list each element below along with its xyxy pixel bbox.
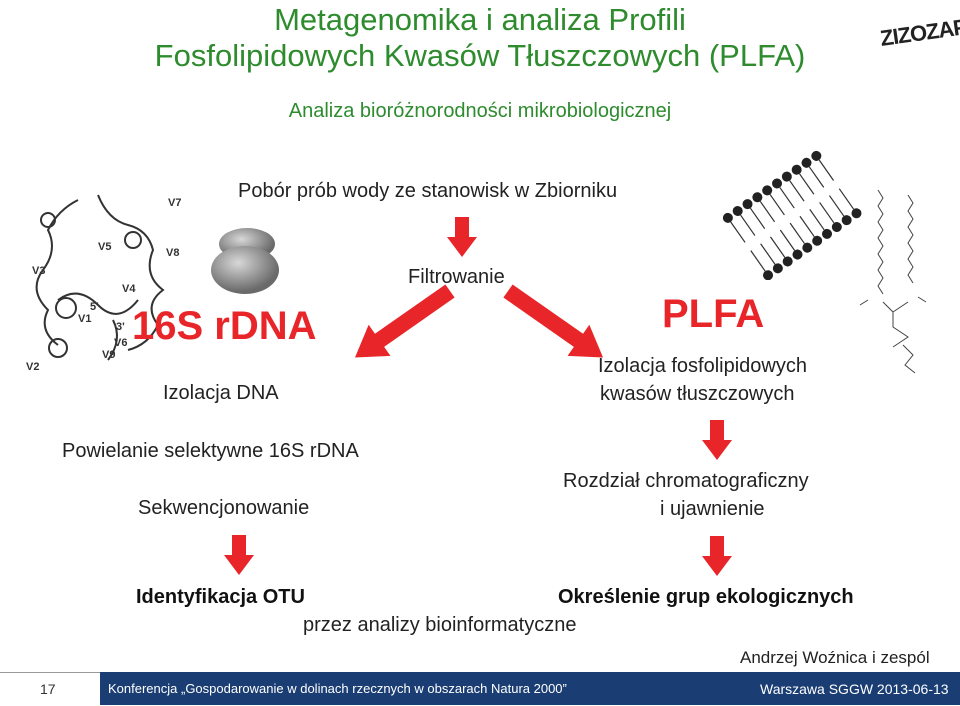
rrna-label-v2: V2 <box>26 361 39 373</box>
page-title: Metagenomika i analiza Profili Fosfolipi… <box>0 2 960 74</box>
ribosome-illustration <box>211 228 279 294</box>
left-step-sequencing: Sekwencjonowanie <box>138 497 310 519</box>
right-heading-plfa: PLFA <box>662 292 765 336</box>
phospholipid-molecule-illustration <box>859 189 927 374</box>
arrow-right-down-icon <box>503 284 604 358</box>
rrna-label-v8: V8 <box>166 247 179 259</box>
rrna-label-v7: V7 <box>168 197 181 209</box>
right-result: Określenie grup ekologicznych <box>558 586 854 608</box>
rrna-structure-illustration: V7 V5 V8 V3 V4 V1 V6 V9 V2 5' 3' <box>26 194 181 373</box>
right-step-separation-line-2: i ujawnienie <box>660 498 765 520</box>
left-step-isolation: Izolacja DNA <box>163 382 279 404</box>
right-step-isolation-line-2: kwasów tłuszczowych <box>600 383 795 405</box>
arrow-down-icon <box>224 535 254 575</box>
rrna-label-3prime: 3' <box>116 321 125 333</box>
left-result: Identyfikacja OTU <box>136 586 305 608</box>
rrna-label-5prime: 5' <box>90 301 99 313</box>
membrane-illustration <box>722 150 862 280</box>
rrna-label-v5: V5 <box>98 241 111 253</box>
left-step-amplification: Powielanie selektywne 16S rDNA <box>62 440 359 462</box>
footer-conference: Konferencja „Gospodarowanie w dolinach r… <box>108 681 567 696</box>
bioinformatics-note: przez analizy bioinformatyczne <box>303 614 577 636</box>
rrna-label-v3: V3 <box>32 265 45 277</box>
rrna-label-v9: V9 <box>102 349 115 361</box>
rrna-label-v4: V4 <box>122 283 136 295</box>
title-line-2: Fosfolipidowych Kwasów Tłuszczowych (PLF… <box>154 38 806 73</box>
title-line-1: Metagenomika i analiza Profili <box>274 2 686 37</box>
rrna-label-v1: V1 <box>78 313 91 325</box>
subtitle: Analiza bioróżnorodności mikrobiologiczn… <box>288 100 672 122</box>
slide-number-box: 17 <box>0 672 100 706</box>
step-filtering: Filtrowanie <box>408 266 505 288</box>
slide-number: 17 <box>40 681 56 697</box>
right-step-isolation-line-1: Izolacja fosfolipidowych <box>598 355 807 377</box>
step-sampling: Pobór prób wody ze stanowisk w Zbiorniku <box>238 180 618 202</box>
right-step-separation-line-1: Rozdział chromatograficzny <box>563 470 809 492</box>
arrow-down-icon <box>702 420 732 460</box>
author: Andrzej Woźnica i zespól <box>740 648 930 667</box>
arrow-left-down-icon <box>354 284 455 358</box>
footer-bar: 17 Konferencja „Gospodarowanie w dolinac… <box>0 672 960 706</box>
arrow-down-icon <box>702 536 732 576</box>
rrna-label-v6: V6 <box>114 337 127 349</box>
footer-place-date: Warszawa SGGW 2013-06-13 <box>760 681 949 697</box>
left-heading-16s-rdna: 16S rDNA <box>132 304 317 348</box>
arrow-down-icon <box>447 217 477 257</box>
